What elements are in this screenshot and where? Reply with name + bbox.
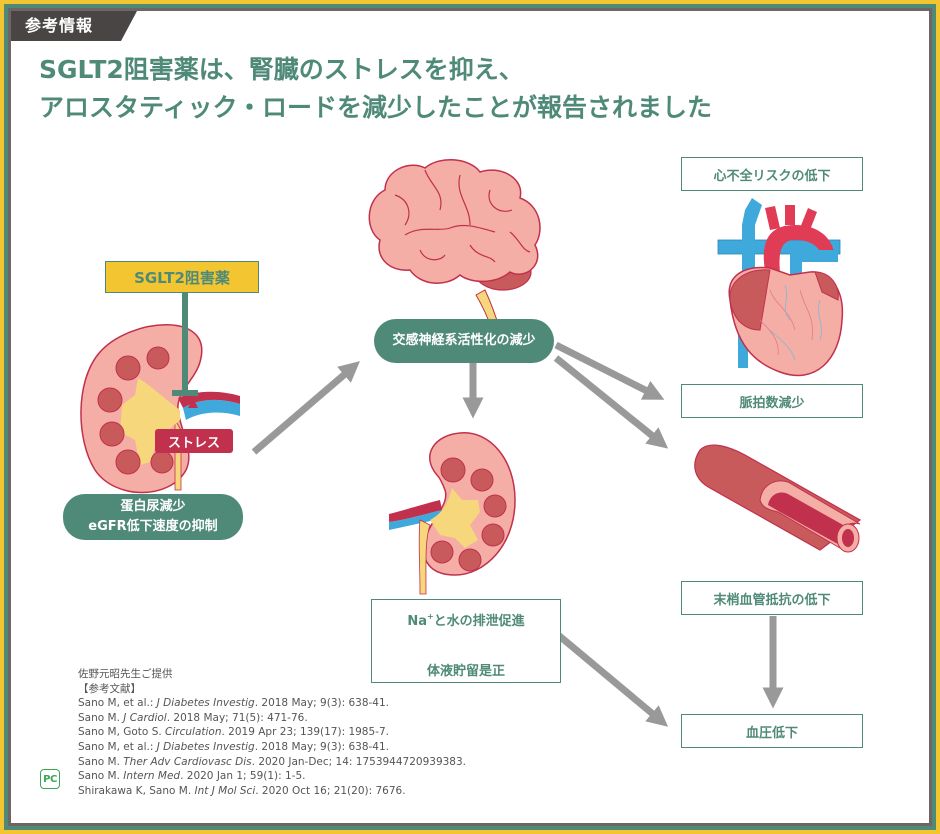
- sodium-symbol: Na: [407, 614, 427, 629]
- sglt2-inhibitor-label: SGLT2阻害薬: [105, 261, 259, 293]
- reference-item: Sano M, et al.: J Diabetes Investig. 201…: [78, 697, 389, 710]
- title-line-1: SGLT2阻害薬は、腎臓のストレスを抑え、: [39, 55, 524, 84]
- arrow-kidney-to-brain: [251, 361, 360, 455]
- vascular-resistance-box: 末梢血管抵抗の低下: [681, 581, 863, 615]
- references-heading: 【参考文献】: [78, 682, 141, 695]
- arrow-brain-to-heart-rate: [554, 341, 665, 400]
- title-line-2: アロスタティック・ロードを減少したことが報告されました: [39, 93, 713, 122]
- reference-item: Sano M. J Cardiol. 2018 May; 71(5): 471-…: [78, 711, 308, 724]
- image-credit: 佐野元昭先生ご提供: [78, 668, 173, 680]
- stress-badge: ストレス: [155, 429, 233, 453]
- reference-item: Sano M, et al.: J Diabetes Investig. 201…: [78, 740, 389, 753]
- reference-item: Sano M, Goto S. Circulation. 2019 Apr 23…: [78, 726, 389, 739]
- reference-item: Sano M. Ther Adv Cardiovasc Dis. 2020 Ja…: [78, 755, 467, 768]
- blood-pressure-box: 血圧低下: [681, 714, 863, 748]
- kidney-left-icon: [80, 324, 240, 494]
- heart-rate-box: 脈拍数減少: [681, 384, 863, 418]
- excretion-label: と水の排泄促進: [433, 614, 525, 629]
- reference-info-tag: 参考情報: [11, 11, 137, 41]
- excretion-text: Na+と水の排泄促進: [372, 610, 560, 629]
- inhibition-line: [172, 293, 198, 396]
- heart-icon: [717, 198, 844, 377]
- blood-vessel-icon: [694, 444, 862, 553]
- arrow-fluid-to-bp: [554, 631, 669, 727]
- reference-item: Shirakawa K, Sano M. Int J Mol Sci. 2020…: [78, 784, 406, 797]
- renal-outcome-pill: 蛋白尿減少 eGFR低下速度の抑制: [63, 494, 243, 540]
- renal-outcome-line-2: eGFR低下速度の抑制: [88, 519, 218, 534]
- stress-pointer: [188, 398, 198, 408]
- renal-outcome-line-1: 蛋白尿減少: [120, 499, 186, 514]
- page-title: SGLT2阻害薬は、腎臓のストレスを抑え、 アロスタティック・ロードを減少したこ…: [39, 51, 712, 127]
- reference-item: Sano M. Intern Med. 2020 Jan 1; 59(1): 1…: [78, 770, 306, 783]
- fluid-correction-text: 体液貯留是正: [426, 664, 505, 679]
- kidney-center-icon: [389, 432, 516, 595]
- pc-logo-icon: PC: [40, 769, 60, 789]
- brain-icon: [368, 158, 541, 333]
- sodium-charge: +: [426, 612, 434, 621]
- fluid-balance-box: Na+と水の排泄促進 体液貯留是正: [371, 599, 561, 683]
- references: 佐野元昭先生ご提供 【参考文献】 Sano M, et al.: J Diabe…: [78, 667, 466, 798]
- figure-canvas: 参考情報 SGLT2阻害薬は、腎臓のストレスを抑え、 アロスタティック・ロードを…: [11, 11, 929, 823]
- sympathetic-reduction-pill: 交感神経系活性化の減少: [374, 319, 554, 363]
- arrow-brain-to-vessel: [553, 355, 669, 449]
- heart-failure-risk-box: 心不全リスクの低下: [681, 157, 863, 191]
